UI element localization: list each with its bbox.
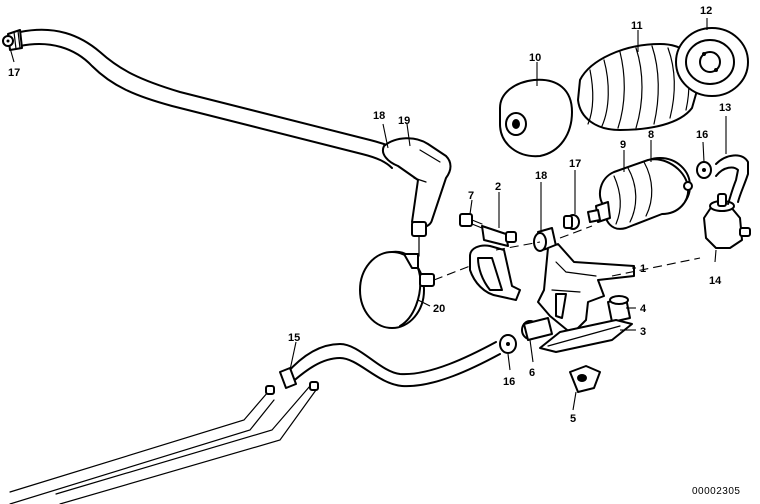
- callout-15: 15: [288, 332, 300, 344]
- callout-19: 19: [398, 115, 410, 127]
- support-bracket-3: [539, 319, 633, 353]
- callout-8: 8: [648, 129, 654, 141]
- callout-14: 14: [709, 275, 722, 287]
- callout-17-mid: 17: [569, 158, 581, 170]
- callout-18-mid: 18: [535, 170, 547, 182]
- mounting-bracket: [537, 243, 635, 335]
- callout-3: 3: [640, 326, 646, 338]
- fuel-pump: [587, 157, 693, 230]
- hose-fitting-6: [521, 317, 553, 341]
- rubber-boot: [577, 43, 701, 131]
- callout-6: 6: [529, 367, 535, 379]
- rubber-mount-5: [569, 365, 601, 393]
- feed-hose: [279, 341, 501, 389]
- callout-5: 5: [570, 413, 576, 425]
- callout-17-left: 17: [8, 67, 20, 79]
- callout-18-top: 18: [373, 110, 385, 122]
- leader-lines: [9, 18, 727, 411]
- short-hose-13: [715, 154, 749, 205]
- damper: [359, 250, 471, 329]
- callout-16-bottom: 16: [503, 376, 515, 388]
- bolt-7: [459, 213, 483, 229]
- hose-clamp-17: [2, 35, 14, 47]
- callout-4: 4: [640, 303, 647, 315]
- callout-20: 20: [433, 303, 445, 315]
- insulating-sleeve: [499, 78, 573, 158]
- callout-11: 11: [631, 20, 643, 32]
- strap-bracket: [469, 225, 521, 301]
- fuel-filter: [703, 193, 751, 249]
- return-hose: [7, 28, 411, 169]
- end-cap: [675, 27, 749, 97]
- rubber-bush-4: [607, 295, 631, 323]
- elbow-boot: [382, 137, 452, 257]
- callout-10: 10: [529, 52, 541, 64]
- callout-2: 2: [495, 181, 501, 193]
- callout-13: 13: [719, 102, 731, 114]
- hose-clip-17: [563, 214, 580, 230]
- hose-clamp-16-top: [696, 161, 712, 179]
- figure-code: 00002305: [692, 486, 741, 497]
- callout-16-top: 16: [696, 129, 708, 141]
- callout-1: 1: [640, 263, 646, 275]
- fuel-lines: [9, 381, 319, 504]
- callout-9: 9: [620, 139, 626, 151]
- callout-12: 12: [700, 5, 712, 17]
- callouts: 17 18 19 10 11 12 16 13 8 9 17 18 2 7 1 …: [8, 5, 731, 425]
- hose-clamp-16-bottom: [499, 334, 517, 354]
- callout-7: 7: [468, 190, 474, 202]
